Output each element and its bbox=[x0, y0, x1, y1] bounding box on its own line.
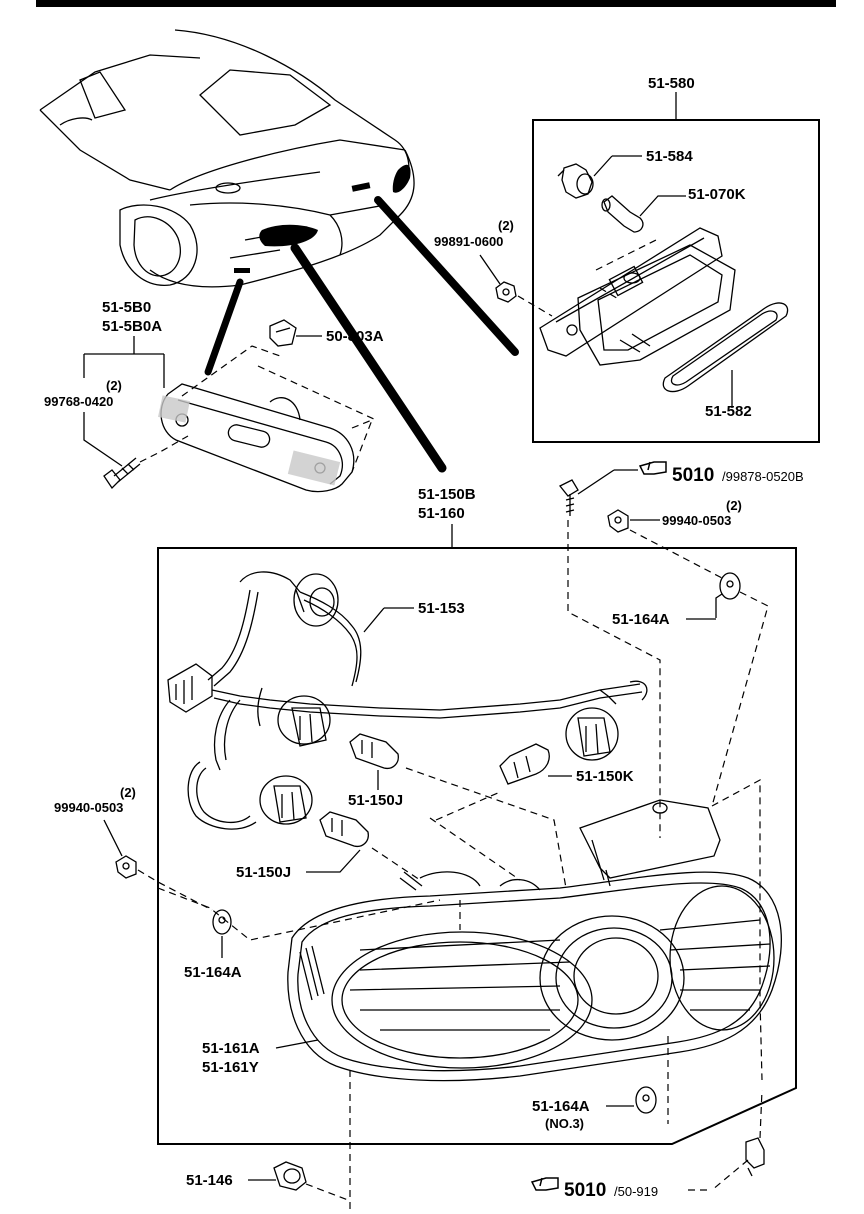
clip-50-803a bbox=[269, 319, 297, 347]
car-rear-lamp-left bbox=[259, 224, 318, 247]
label-no3: (NO.3) bbox=[545, 1116, 584, 1131]
bulb-51-150j-lower bbox=[319, 811, 369, 848]
callout-stroke-plate-lamp bbox=[374, 196, 519, 356]
car-rear-lamp-right bbox=[392, 164, 411, 193]
screw-99768-0420 bbox=[103, 457, 141, 490]
nut-99891-0600 bbox=[495, 281, 517, 303]
clip-50-919 bbox=[745, 1137, 765, 1177]
clip-51-146 bbox=[273, 1161, 307, 1191]
label-51-5b0: 51-5B0 bbox=[102, 299, 151, 316]
label-51-160: 51-160 bbox=[418, 505, 465, 522]
pointing-hand-icon-b bbox=[530, 1177, 559, 1191]
qty-99768-0420: (2) bbox=[106, 378, 122, 393]
label-51-153: 51-153 bbox=[418, 600, 465, 617]
qty-99940-0503-top: (2) bbox=[726, 498, 742, 513]
label-51-070k: 51-070K bbox=[688, 186, 746, 203]
rear-lamp-assembly-box bbox=[157, 547, 797, 1145]
car-side-marker bbox=[234, 268, 250, 273]
bulb-socket-b bbox=[259, 775, 313, 825]
qty-99940-0503-left: (2) bbox=[120, 785, 136, 800]
screw-99878-0520b bbox=[558, 479, 579, 516]
label-51-582: 51-582 bbox=[705, 403, 752, 420]
nut-99940-0503-left bbox=[115, 855, 137, 879]
ref-5010-a: 5010 bbox=[672, 465, 714, 486]
harness-connector bbox=[167, 663, 213, 713]
washer-51-164a-top bbox=[719, 572, 741, 600]
harness-grommet bbox=[293, 573, 339, 627]
car-plate-lamp bbox=[351, 182, 371, 192]
nut-99940-0503-top bbox=[607, 509, 629, 533]
label-99940-0503-left: 99940-0503 bbox=[54, 800, 123, 815]
label-51-5b0a: 51-5B0A bbox=[102, 318, 162, 335]
license-lamp-housing bbox=[539, 227, 736, 366]
bulb-socket-a bbox=[277, 695, 331, 747]
ref-5010-b: 5010 bbox=[564, 1180, 606, 1201]
label-51-146: 51-146 bbox=[186, 1172, 233, 1189]
label-51-161a: 51-161A bbox=[202, 1040, 260, 1057]
label-99768-0420: 99768-0420 bbox=[44, 394, 113, 409]
washer-51-164a-left bbox=[212, 909, 232, 935]
lens-51-582 bbox=[662, 302, 789, 393]
label-51-580: 51-580 bbox=[648, 75, 695, 92]
label-51-150b: 51-150B bbox=[418, 486, 476, 503]
label-51-164a-top: 51-164A bbox=[612, 611, 670, 628]
callout-stroke-rear-lamp bbox=[290, 243, 447, 473]
ref-5010-a-sub: /99878-0520B bbox=[722, 469, 804, 484]
label-51-150k: 51-150K bbox=[576, 768, 634, 785]
label-51-164a-no3: 51-164A bbox=[532, 1098, 590, 1115]
car-rear-outline bbox=[39, 29, 415, 288]
label-51-584: 51-584 bbox=[646, 148, 693, 165]
rear-lamp-lens bbox=[287, 799, 782, 1082]
bulb-socket-c bbox=[565, 707, 619, 761]
bulb-51-150k bbox=[499, 743, 550, 785]
label-51-164a-left: 51-164A bbox=[184, 964, 242, 981]
wiring-harness-51-153 bbox=[187, 571, 648, 830]
label-99891-0600: 99891-0600 bbox=[434, 234, 503, 249]
bulb-51-150j-upper bbox=[349, 733, 399, 770]
license-lamp-assembly-box bbox=[532, 119, 820, 443]
washer-51-164a-no3 bbox=[635, 1086, 657, 1114]
label-99940-0503-top: 99940-0503 bbox=[662, 513, 731, 528]
side-marker-lens-hatch-a bbox=[158, 395, 190, 423]
socket-51-584 bbox=[557, 163, 594, 199]
top-border-bar bbox=[36, 0, 836, 7]
callout-stroke-side-marker bbox=[204, 278, 244, 376]
bulb-51-070k bbox=[601, 195, 644, 233]
label-51-161y: 51-161Y bbox=[202, 1059, 259, 1076]
qty-99891-0600: (2) bbox=[498, 218, 514, 233]
label-51-150j-lower: 51-150J bbox=[236, 864, 291, 881]
ref-5010-b-sub: /50-919 bbox=[614, 1184, 658, 1199]
label-51-150j-upper: 51-150J bbox=[348, 792, 403, 809]
label-50-803a: 50-803A bbox=[326, 328, 384, 345]
pointing-hand-icon-a bbox=[638, 461, 667, 475]
side-marker-lens-hatch-b bbox=[287, 450, 341, 486]
